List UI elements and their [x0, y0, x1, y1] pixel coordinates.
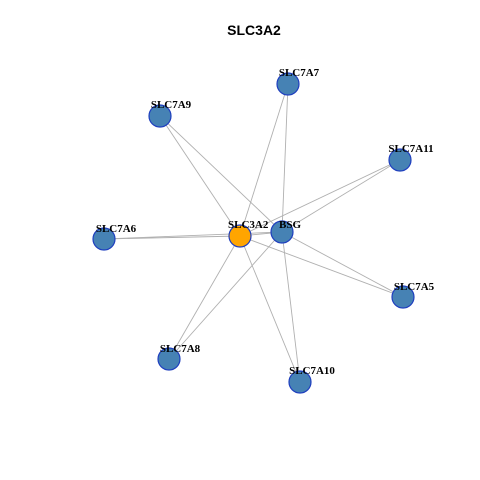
edge-bsg-slc7a6	[103, 231, 283, 240]
edge-bsg-slc7a7	[281, 83, 289, 233]
node-slc7a11[interactable]	[388, 148, 412, 172]
edge-bsg-slc7a10	[281, 231, 301, 383]
edge-bsg-slc7a5	[281, 231, 404, 298]
label-layer: SLC3A2 BSG SLC7A7SLC7A9SLC7A11SLC7A6SLC7A5…	[96, 67, 435, 377]
edge-layer	[103, 83, 404, 383]
node-slc7a5[interactable]	[391, 285, 415, 309]
diagram-title: SLC3A2	[227, 22, 281, 38]
node-label-slc7a5: SLC7A5	[394, 281, 435, 293]
edge-slc3a2-slc7a8	[168, 235, 241, 360]
edge-bsg-slc7a8	[168, 231, 283, 360]
node-slc7a8[interactable]	[157, 347, 181, 371]
node-slc7a9[interactable]	[148, 104, 172, 128]
edge-slc3a2-slc7a9	[159, 115, 241, 237]
node-slc7a10[interactable]	[288, 370, 312, 394]
edge-bsg-slc7a11	[281, 159, 401, 233]
node-label-slc7a11: SLC7A11	[388, 143, 433, 155]
node-label-slc7a8: SLC7A8	[160, 343, 201, 355]
edge-slc3a2-slc7a11	[239, 159, 401, 237]
node-label-slc7a9: SLC7A9	[151, 99, 192, 111]
edge-slc3a2-slc7a10	[239, 235, 301, 383]
node-slc7a7[interactable]	[276, 72, 300, 96]
node-slc7a6[interactable]	[92, 227, 116, 251]
node-layer	[92, 72, 415, 394]
edge-slc3a2-slc7a5	[239, 235, 404, 298]
edge-bsg-slc7a9	[159, 115, 283, 233]
node-label-slc3a2: SLC3A2	[228, 219, 269, 231]
node-label-slc7a7: SLC7A7	[279, 67, 320, 79]
edge-slc3a2-slc7a7	[239, 83, 289, 237]
node-bsg[interactable]	[270, 220, 294, 244]
node-label-slc7a10: SLC7A10	[289, 365, 335, 377]
node-label-bsg: BSG	[279, 219, 301, 231]
node-slc3a2[interactable]	[228, 224, 252, 248]
node-label-slc7a6: SLC7A6	[96, 223, 137, 235]
